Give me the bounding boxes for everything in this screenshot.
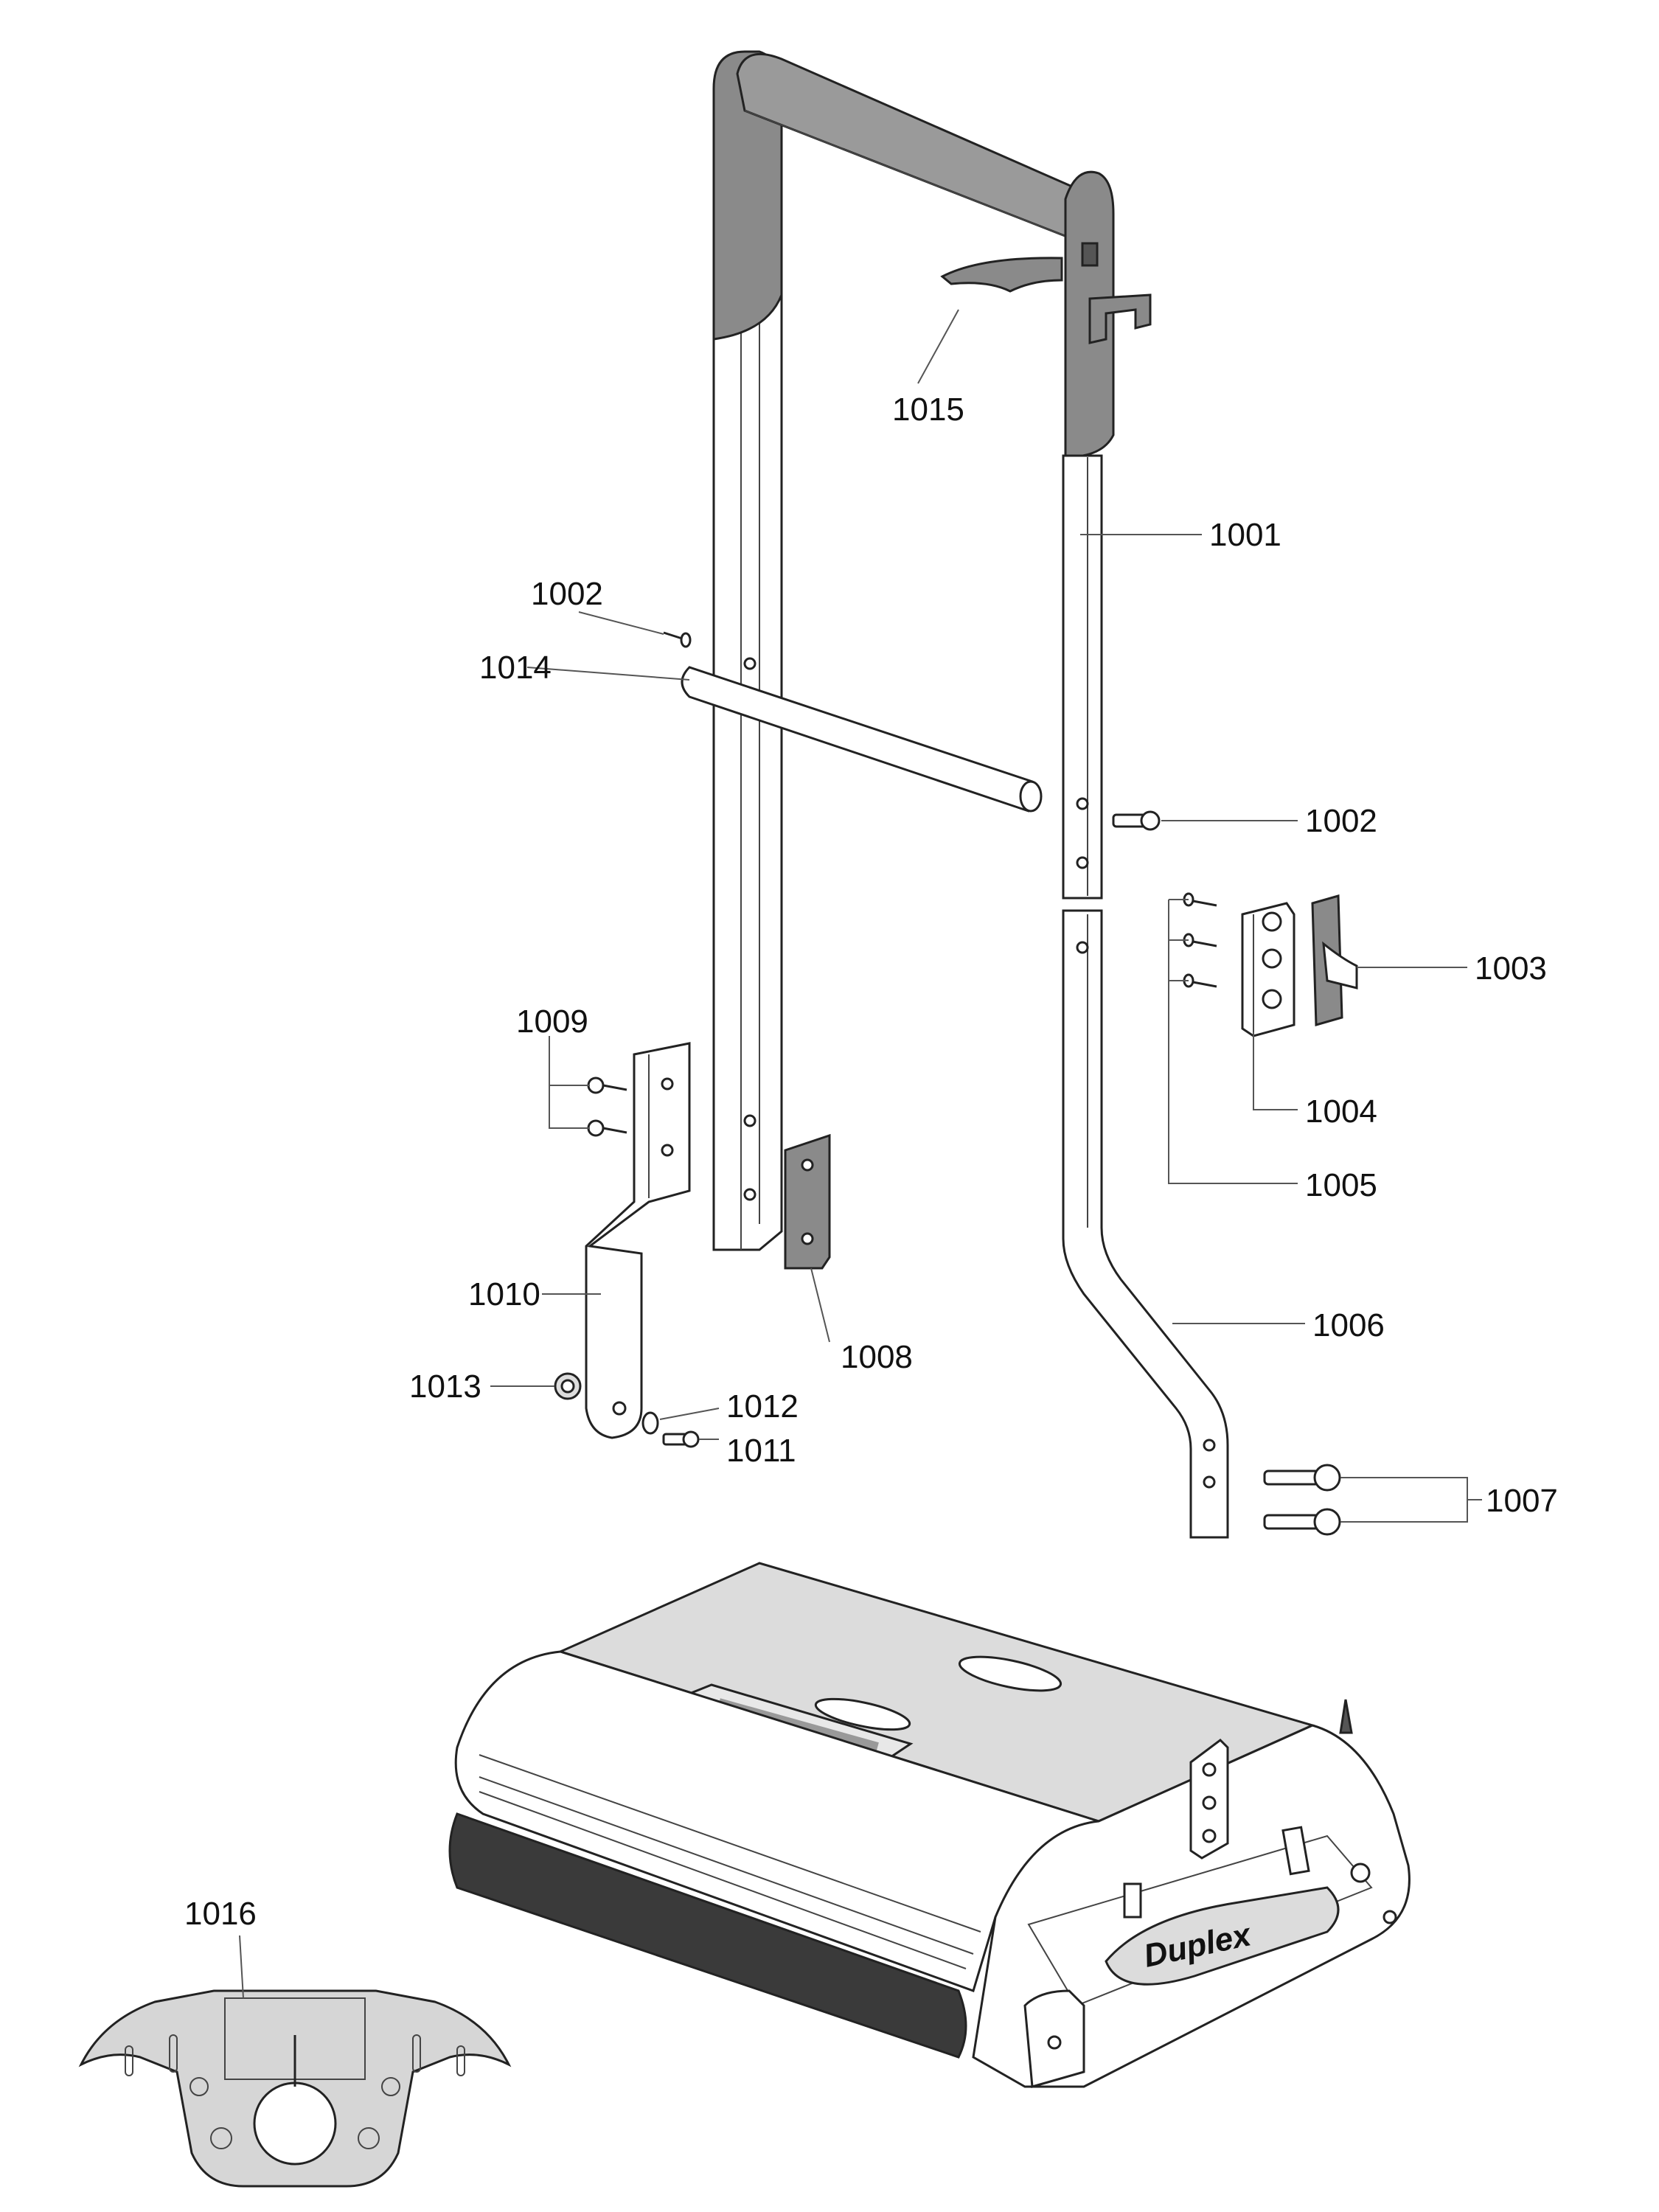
handle-assembly (554, 50, 1358, 1539)
label-1016: 1016 (184, 1896, 257, 1932)
label-1010: 1010 (468, 1276, 540, 1312)
top-grip-bar (736, 52, 1105, 245)
label-1011: 1011 (726, 1433, 796, 1469)
screw-right (1112, 810, 1161, 831)
right-lower-tube (1062, 909, 1229, 1539)
label-1001: 1001 (1209, 517, 1281, 553)
leader-lines (239, 309, 1482, 1999)
roller-bushing (554, 1372, 582, 1400)
machine-body: Duplex (448, 1562, 1411, 2088)
label-1002-upper: 1002 (531, 576, 603, 612)
label-1005: 1005 (1305, 1167, 1377, 1203)
cross-tube (681, 666, 1043, 813)
bolt-pair (1263, 1464, 1341, 1536)
label-1014: 1014 (479, 650, 552, 686)
label-1012: 1012 (726, 1388, 799, 1425)
label-1013: 1013 (409, 1368, 481, 1405)
left-rail (712, 264, 783, 1251)
label-1015: 1015 (892, 392, 964, 428)
label-1006: 1006 (1312, 1307, 1385, 1343)
label-1009: 1009 (516, 1004, 588, 1040)
base-plate (78, 1989, 512, 2188)
cord-hook (1088, 293, 1152, 344)
label-1004: 1004 (1305, 1093, 1377, 1130)
label-1008: 1008 (841, 1339, 913, 1375)
washer (641, 1411, 659, 1435)
brush-roller (448, 1812, 967, 2059)
mounting-plate (784, 1133, 831, 1270)
release-lever (940, 257, 1063, 293)
label-1003: 1003 (1475, 950, 1547, 987)
pivot-bracket (585, 1042, 691, 1439)
label-1002-right: 1002 (1305, 803, 1377, 839)
screw-upper (663, 631, 692, 648)
clamp-assembly (1183, 892, 1358, 1037)
bolt (662, 1430, 700, 1448)
right-upper-tube (1062, 454, 1103, 900)
part-labels: 1015 1001 1002 1014 1002 1003 1009 1004 … (184, 392, 1558, 1932)
label-1007: 1007 (1486, 1483, 1558, 1519)
